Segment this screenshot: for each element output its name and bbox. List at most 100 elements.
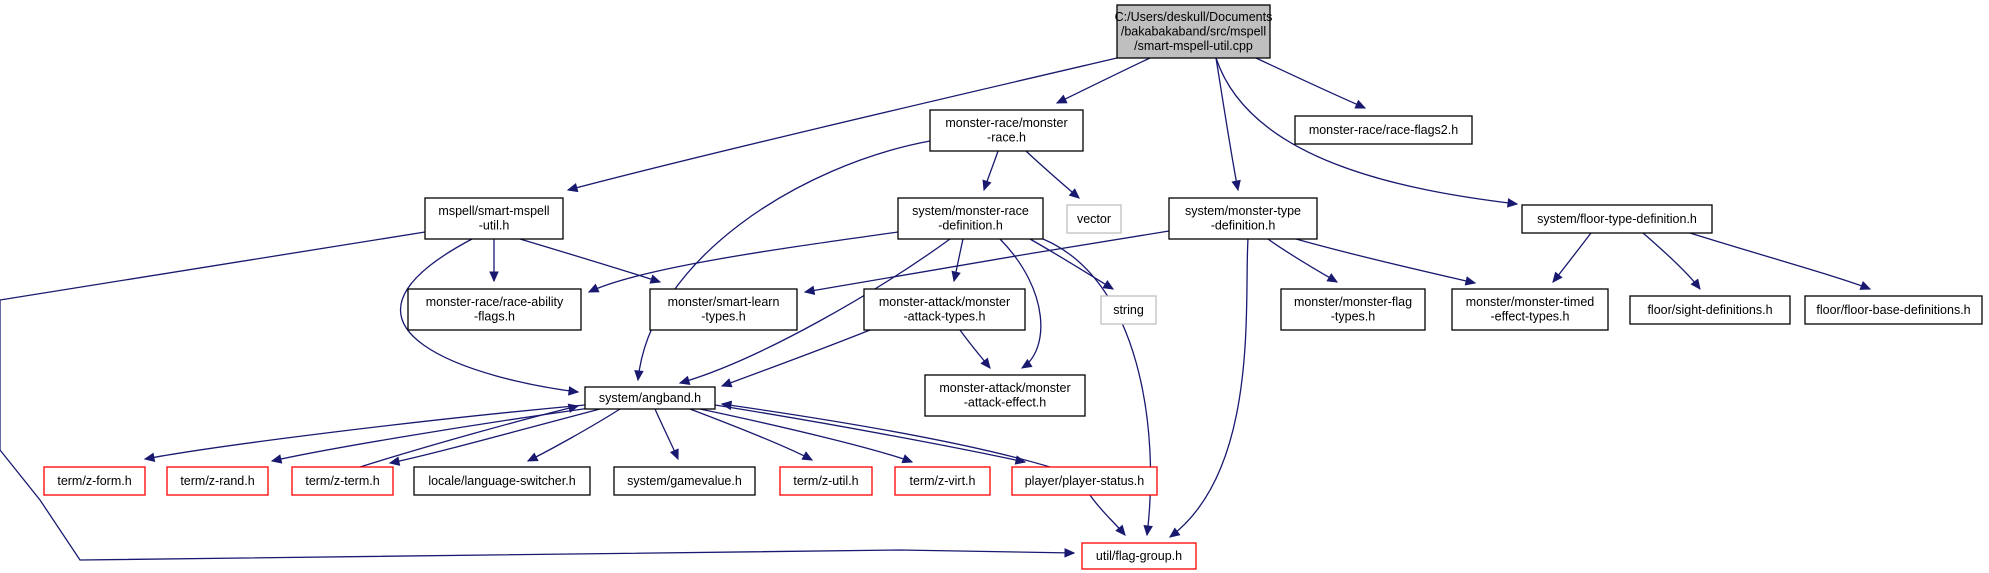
edge-line: [679, 238, 951, 384]
node-floor-type-definition-h[interactable]: system/floor-type-definition.h: [1521, 204, 1713, 234]
edge-line: [721, 329, 871, 387]
edge-player_status_h-to-flag_group_h: [1089, 494, 1126, 536]
edge-monster_race_h-to-monster_race_definition_h: [982, 150, 999, 192]
edge-arrowhead: [1690, 278, 1701, 290]
node-angband-h[interactable]: system/angband.h: [584, 386, 716, 410]
edge-arrowhead: [669, 448, 679, 461]
node-box: [1294, 115, 1473, 145]
edge-arrowhead: [143, 452, 156, 462]
node-sight-definitions-h[interactable]: floor/sight-definitions.h: [1629, 295, 1791, 325]
node-monster-attack-effect-h[interactable]: monster-attack/monster-attack-effect.h: [924, 374, 1086, 417]
node-smart-mspell-util-h[interactable]: mspell/smart-mspell-util.h: [424, 197, 564, 240]
edge-monster_race_definition_h-to-monster_attack_effect_h: [999, 238, 1042, 369]
edge-arrowhead: [901, 454, 914, 464]
node-root[interactable]: C:/Users/deskull/Documents/bakabakaband/…: [1115, 4, 1273, 59]
node-race-ability-flags-h[interactable]: monster-race/race-ability-flags.h: [407, 288, 582, 331]
edge-arrowhead: [567, 386, 580, 396]
edge-line: [1169, 238, 1249, 538]
node-string[interactable]: string: [1100, 295, 1157, 325]
node-monster-race-h[interactable]: monster-race/monster-race.h: [929, 109, 1084, 152]
edge-smart_mspell_util_h-to-angband_h: [400, 238, 580, 396]
edge-arrowhead: [678, 375, 691, 385]
node-monster-attack-types-h[interactable]: monster-attack/monster-attack-types.h: [863, 288, 1026, 331]
node-box: [929, 109, 1084, 152]
node-label-line: -util.h: [479, 219, 510, 233]
node-monster-race-definition-h[interactable]: system/monster-race-definition.h: [897, 197, 1044, 240]
edge-arrowhead: [1143, 524, 1153, 537]
node-box: [1116, 4, 1271, 59]
node-box: [407, 288, 582, 331]
node-vector[interactable]: vector: [1066, 204, 1122, 234]
edge-line: [804, 230, 1170, 293]
edge-arrowhead: [270, 454, 283, 464]
node-player-status-h[interactable]: player/player-status.h: [1011, 466, 1158, 496]
edge-line: [519, 238, 661, 283]
node-monster-timed-effect-types-h[interactable]: monster/monster-timed-effect-types.h: [1451, 288, 1609, 331]
node-label-line: monster-race/race-flags2.h: [1309, 123, 1458, 137]
edge-arrowhead: [1231, 179, 1241, 192]
edge-monster_attack_types_h-to-monster_attack_effect_h: [959, 329, 991, 369]
node-smart-learn-types-h[interactable]: monster/smart-learn-types.h: [649, 288, 798, 331]
edge-angband_h-to-z_rand_h: [270, 407, 591, 464]
edge-arrowhead: [566, 182, 579, 193]
node-gamevalue-h[interactable]: system/gamevalue.h: [613, 466, 756, 496]
node-z-term-h[interactable]: term/z-term.h: [291, 466, 394, 496]
node-box: [1100, 295, 1157, 325]
node-label-line: -types.h: [1331, 310, 1376, 324]
node-box: [1804, 295, 1983, 325]
edge-monster_type_definition_h-to-monster_timed_effect_types_h: [1295, 238, 1477, 286]
node-label-line: -attack-types.h: [904, 310, 986, 324]
node-z-util-h[interactable]: term/z-util.h: [779, 466, 873, 496]
node-language-switcher-h[interactable]: locale/language-switcher.h: [413, 466, 591, 496]
edge-arrowhead: [567, 403, 580, 413]
node-box: [779, 466, 873, 496]
edge-arrowhead: [801, 451, 814, 461]
node-z-rand-h[interactable]: term/z-rand.h: [166, 466, 269, 496]
edge-monster_type_definition_h-to-monster_flag_types_h: [1267, 238, 1339, 283]
node-floor-base-definitions-h[interactable]: floor/floor-base-definitions.h: [1804, 295, 1983, 325]
edge-monster_race_definition_h-to-monster_attack_types_h: [951, 238, 964, 283]
node-label-line: /smart-mspell-util.cpp: [1134, 39, 1253, 53]
edge-line: [714, 404, 1026, 463]
node-label-line: C:/Users/deskull/Documents: [1115, 10, 1273, 24]
edge-floor_type_definition_h-to-monster_timed_effect_types_h: [1552, 232, 1592, 283]
edge-line: [1215, 57, 1239, 191]
node-label-line: monster-attack/monster: [939, 381, 1070, 395]
node-race-flags2-h[interactable]: monster-race/race-flags2.h: [1294, 115, 1473, 145]
edge-arrowhead: [803, 285, 816, 296]
edge-arrowhead: [1020, 358, 1033, 369]
edge-line: [637, 140, 931, 381]
node-label-line: locale/language-switcher.h: [428, 474, 575, 488]
edge-angband_h-to-z_util_h: [689, 408, 814, 461]
node-flag-group-h[interactable]: util/flag-group.h: [1081, 542, 1197, 570]
edge-line: [1056, 57, 1151, 104]
node-box: [1521, 204, 1713, 234]
edge-arrowhead: [1464, 276, 1477, 286]
edge-arrowhead: [1326, 273, 1339, 283]
edge-floor_type_definition_h-to-sight_definitions_h: [1642, 232, 1701, 290]
edge-root-to-monster_race_h: [1055, 57, 1151, 104]
node-label-line: -attack-effect.h: [964, 396, 1046, 410]
node-label-line: term/z-util.h: [793, 474, 858, 488]
node-label-line: term/z-form.h: [57, 474, 131, 488]
edge-angband_h-to-gamevalue_h: [654, 408, 679, 461]
node-monster-type-definition-h[interactable]: system/monster-type-definition.h: [1168, 197, 1318, 240]
edge-arrowhead: [1552, 271, 1563, 283]
edge-line: [1642, 232, 1701, 290]
node-box: [863, 288, 1026, 331]
node-z-form-h[interactable]: term/z-form.h: [43, 466, 146, 496]
node-monster-flag-types-h[interactable]: monster/monster-flag-types.h: [1280, 288, 1426, 331]
edge-arrowhead: [388, 456, 401, 466]
node-label-line: player/player-status.h: [1025, 474, 1145, 488]
edge-monster_race_h-to-angband_h: [634, 140, 931, 382]
edge-arrowhead: [649, 274, 662, 284]
edge-root-to-race_flags2_h: [1255, 57, 1367, 109]
node-box: [649, 288, 798, 331]
edge-z_term_h-to-angband_h: [359, 403, 580, 468]
node-z-virt-h[interactable]: term/z-virt.h: [894, 466, 991, 496]
edge-arrowhead: [526, 452, 539, 462]
edge-line: [999, 238, 1042, 369]
node-label-line: -flags.h: [474, 310, 515, 324]
edge-monster_attack_types_h-to-angband_h: [720, 329, 871, 388]
node-label-line: monster/monster-timed: [1466, 295, 1595, 309]
